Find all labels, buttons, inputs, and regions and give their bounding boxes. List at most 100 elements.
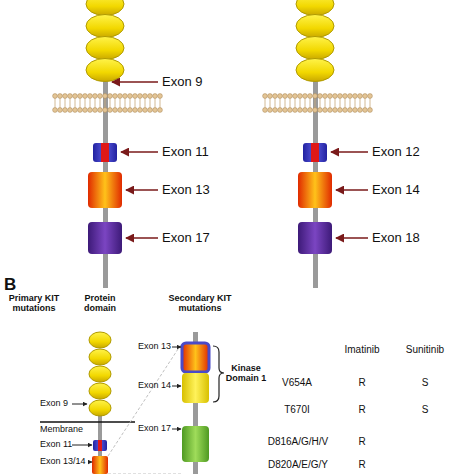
lipid-head: [88, 108, 93, 113]
lipid-head: [298, 94, 303, 99]
lipid-head: [143, 94, 148, 99]
resistance-cell: R: [352, 404, 372, 415]
kinase-domain-2: [298, 222, 332, 254]
lipid-tail: [290, 98, 291, 108]
lipid-tail: [65, 98, 66, 108]
table-header: Sunitinib: [395, 344, 455, 355]
lipid-head: [343, 94, 348, 99]
lipid-head: [103, 94, 108, 99]
kinase-exon-13: [182, 343, 209, 372]
membrane-label: Membrane: [40, 425, 83, 435]
kinase-domain-1: [88, 172, 122, 208]
zoom-line: [108, 343, 182, 456]
column-header: Protein domain: [75, 294, 125, 314]
leader-arrow: [126, 237, 158, 239]
lipid-head: [288, 94, 293, 99]
exon-label: Exon 14: [372, 183, 420, 197]
lipid-head: [148, 94, 153, 99]
exon-label: Exon 14: [138, 381, 171, 391]
resistance-cell: R: [352, 459, 372, 470]
lipid-head: [63, 108, 68, 113]
lipid-head: [358, 94, 363, 99]
lipid-head: [98, 94, 103, 99]
column-header: Primary KIT mutations: [2, 294, 66, 314]
lipid-head: [103, 108, 108, 113]
juxtamembrane-domain: [93, 143, 117, 162]
ig-domain: [296, 15, 334, 38]
exon-label: Exon 13: [162, 183, 210, 197]
leader-arrow: [126, 189, 158, 191]
leader-arrow: [172, 429, 181, 430]
lipid-head: [153, 108, 158, 113]
exon-label: Exon 17: [138, 424, 171, 434]
lipid-head: [113, 94, 118, 99]
lipid-head: [263, 94, 268, 99]
leader-arrow: [72, 404, 87, 405]
sensitivity-cell: S: [415, 377, 435, 388]
lipid-head: [323, 94, 328, 99]
lipid-tail: [140, 98, 141, 108]
exon-label: Exon 11: [40, 440, 72, 450]
lipid-tail: [350, 98, 351, 108]
resistance-cell: R: [352, 377, 372, 388]
lipid-head: [283, 108, 288, 113]
exon-label: Exon 12: [372, 145, 420, 159]
domain-label: Kinase Domain 1: [224, 364, 268, 384]
lipid-head: [113, 108, 118, 113]
panel-letter: B: [4, 276, 16, 295]
pdgfra-receptor: [296, 0, 334, 288]
lipid-head: [303, 108, 308, 113]
lipid-head: [143, 108, 148, 113]
lipid-head: [128, 94, 133, 99]
juxtamembrane-hotspot: [98, 440, 102, 451]
sensitivity-cell: S: [415, 404, 435, 415]
lipid-head: [328, 94, 333, 99]
lipid-head: [93, 108, 98, 113]
lipid-head: [98, 108, 103, 113]
lipid-tail: [160, 98, 161, 108]
juxtamembrane-hotspot: [311, 143, 319, 162]
lipid-head: [133, 108, 138, 113]
kinase-exon-14: [182, 373, 209, 403]
lipid-head: [148, 108, 153, 113]
lipid-head: [63, 94, 68, 99]
lipid-tail: [300, 98, 301, 108]
lipid-head: [93, 94, 98, 99]
lipid-tail: [365, 98, 366, 108]
lipid-head: [273, 108, 278, 113]
mutation-name: D820A/E/G/Y: [258, 459, 338, 470]
lipid-tail: [275, 98, 276, 108]
lipid-head: [288, 108, 293, 113]
lipid-head: [153, 94, 158, 99]
exon-label: Exon 9: [40, 399, 68, 409]
ig-domain: [296, 0, 334, 16]
lipid-head: [68, 108, 73, 113]
lipid-tail: [265, 98, 266, 108]
leader-arrow: [88, 462, 92, 463]
lipid-head: [53, 94, 58, 99]
lipid-tail: [315, 98, 316, 108]
lipid-tail: [110, 98, 111, 108]
lipid-head: [138, 108, 143, 113]
lipid-head: [263, 108, 268, 113]
leader-arrow: [331, 151, 368, 153]
lipid-tail: [320, 98, 321, 108]
lipid-head: [283, 94, 288, 99]
ig-domain: [89, 332, 111, 348]
resistance-cell: R: [352, 436, 372, 447]
lipid-head: [293, 108, 298, 113]
lipid-head: [158, 94, 163, 99]
lipid-head: [318, 94, 323, 99]
lipid-head: [348, 108, 353, 113]
lipid-head: [278, 108, 283, 113]
lipid-head: [328, 108, 333, 113]
lipid-head: [138, 94, 143, 99]
lipid-head: [343, 108, 348, 113]
lipid-head: [313, 108, 318, 113]
ig-domain: [89, 383, 111, 399]
lipid-tail: [305, 98, 306, 108]
exon-label: Exon 11: [162, 145, 209, 159]
lipid-tail: [80, 98, 81, 108]
lipid-head: [338, 94, 343, 99]
